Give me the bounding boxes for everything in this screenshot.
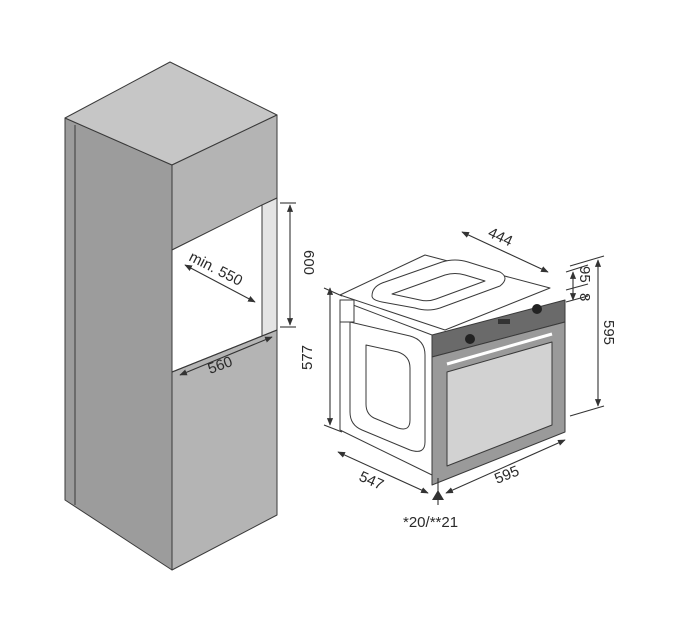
oven-side-inner-frame <box>365 344 411 430</box>
oven-door-window <box>446 341 553 467</box>
ext-line-panel-a <box>565 264 589 273</box>
ext-line-front-bottom <box>569 405 605 417</box>
label-panel-offset-a: 8 <box>576 293 593 301</box>
built-in-oven <box>339 254 566 486</box>
ext-line-panel-b <box>565 283 589 291</box>
oven-door-handle <box>446 332 553 366</box>
oven-right-knob <box>532 304 542 314</box>
label-niche-height: 600 <box>300 250 317 275</box>
label-body-height: 577 <box>299 345 316 370</box>
ext-line-panel-c <box>565 295 589 303</box>
dim-line-niche-depth <box>184 264 256 303</box>
dim-line-niche-width <box>179 336 273 376</box>
tall-cabinet <box>64 61 278 571</box>
label-front-width: 595 <box>492 463 522 488</box>
dim-line-top-depth <box>461 231 549 273</box>
oven-display <box>498 319 510 324</box>
oven-top-vent-inner <box>391 273 486 302</box>
door-thickness-arrow <box>432 490 444 500</box>
ext-line-body-top <box>323 287 343 297</box>
cabinet-niche-inner-side <box>261 197 278 337</box>
label-front-height: 595 <box>600 320 617 345</box>
oven-side-bracket <box>339 299 355 323</box>
dim-line-body-depth <box>337 451 429 494</box>
ext-line-front-top <box>569 255 605 267</box>
label-door-thickness: *20/**21 <box>403 514 458 531</box>
cabinet-left-side <box>64 117 173 571</box>
oven-left-knob <box>465 334 475 344</box>
dim-line-front-width <box>445 439 566 494</box>
ext-line-body-bottom <box>323 424 343 433</box>
label-panel-offset-b: 95 <box>576 266 593 283</box>
label-top-depth: 444 <box>485 224 515 250</box>
